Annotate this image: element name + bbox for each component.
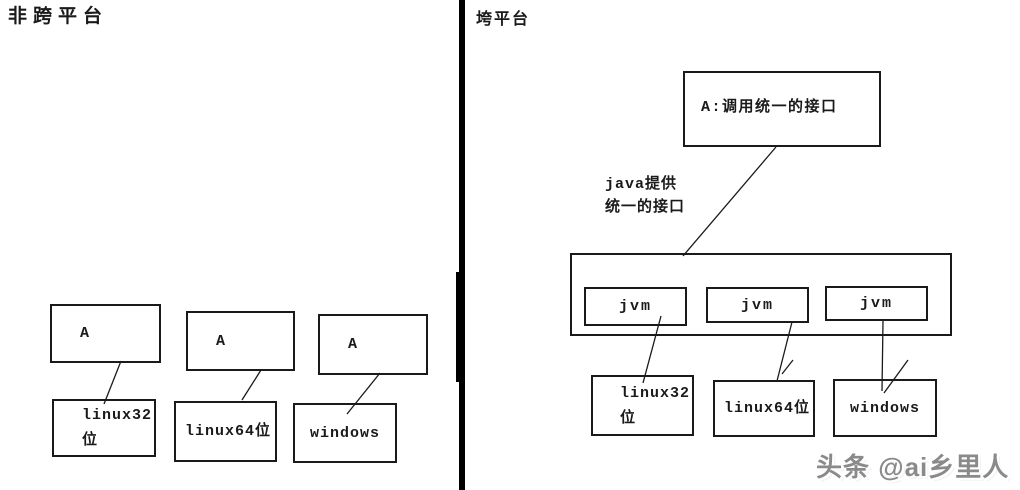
java-interface-annotation-line2: 统一的接口	[605, 199, 686, 216]
left-a-box-3: A	[318, 314, 428, 375]
left-a-box-3-label: A	[348, 336, 359, 353]
jvm-box-3-label: jvm	[859, 295, 893, 312]
left-platform-box-windows-label: windows	[309, 424, 380, 442]
connector-left-a1-linux32	[103, 360, 122, 405]
connector-left-a2-linux64	[241, 369, 262, 401]
left-platform-box-windows: windows	[293, 403, 397, 463]
right-api-box: A:调用统一的接口	[683, 71, 881, 147]
java-interface-annotation: java提供 统一的接口	[605, 173, 685, 219]
left-platform-box-linux32: linux32位	[52, 399, 156, 457]
left-a-box-1: A	[50, 304, 161, 363]
jvm-box-2-label: jvm	[740, 296, 774, 314]
left-platform-box-linux32-label: linux32位	[82, 407, 153, 449]
java-interface-annotation-line1: java提供	[605, 176, 678, 193]
panel-divider-line-thick-segment	[456, 272, 463, 382]
left-a-box-2-label: A	[216, 332, 227, 350]
right-platform-box-linux64: linux64位	[713, 380, 815, 437]
right-platform-box-windows: windows	[833, 379, 937, 437]
left-panel-title: 非跨平台	[8, 6, 109, 27]
left-platform-box-linux64: linux64位	[174, 401, 277, 462]
left-platform-box-linux64-label: linux64位	[185, 423, 272, 440]
left-a-box-2: A	[186, 311, 295, 371]
panel-divider-line	[459, 0, 465, 490]
right-platform-box-linux64-label: linux64位	[724, 400, 811, 417]
right-platform-box-linux32-label: linux32位	[620, 384, 691, 427]
jvm-box-1: jvm	[584, 287, 687, 326]
jvm-box-1-label: jvm	[618, 298, 652, 315]
jvm-box-2: jvm	[706, 287, 809, 323]
right-platform-box-windows-label: windows	[849, 399, 920, 417]
connector-jvm2-linux64-tick	[781, 359, 794, 375]
right-platform-box-linux32: linux32位	[591, 375, 694, 436]
jvm-box-3: jvm	[825, 286, 928, 321]
right-panel-title: 垮平台	[476, 11, 531, 28]
left-a-box-1-label: A	[80, 325, 91, 342]
watermark-text: 头条 @ai乡里人	[816, 452, 1010, 482]
right-api-box-label: A:调用统一的接口	[701, 99, 838, 116]
connector-api-to-jvm-container	[682, 146, 777, 257]
